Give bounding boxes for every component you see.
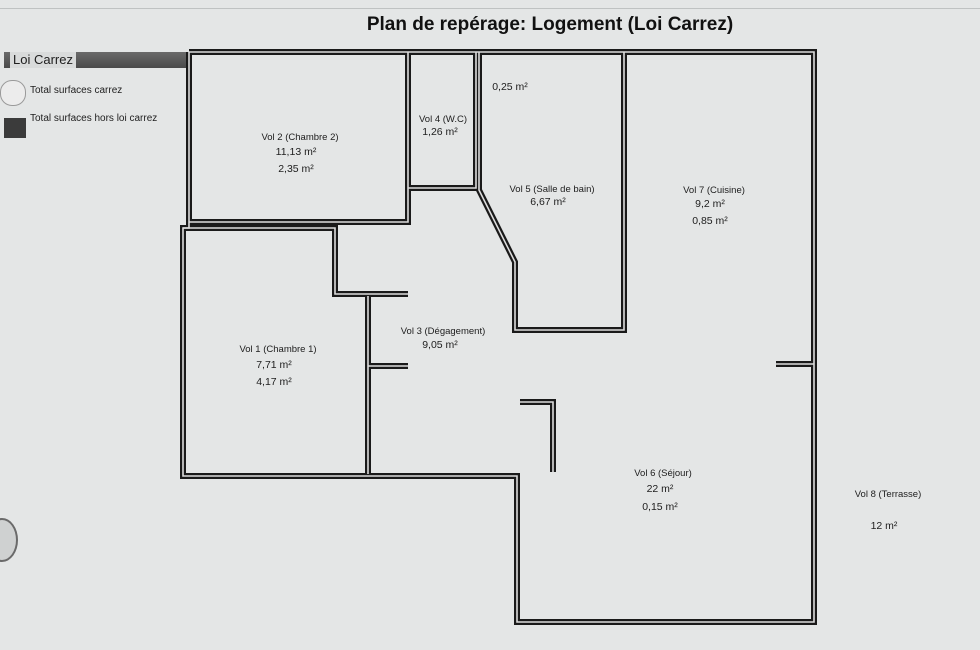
- area-cuisine-carrez: 9,2 m²: [695, 198, 725, 210]
- legend-item-hors-carrez: Total surfaces hors loi carrez: [30, 113, 158, 124]
- top-rule: [0, 8, 980, 9]
- legend-title: Loi Carrez: [10, 52, 76, 68]
- area-cuisine-hors: 0,85 m²: [692, 215, 728, 227]
- area-chambre2-carrez: 11,13 m²: [276, 146, 317, 158]
- legend-item-carrez: Total surfaces carrez: [30, 85, 123, 96]
- room-label-terrasse: Vol 8 (Terrasse): [855, 489, 922, 500]
- hors-carrez-swatch: [4, 118, 26, 138]
- area-corner-hors: 0,25 m²: [492, 81, 528, 93]
- area-sejour-hors: 0,15 m²: [642, 501, 678, 513]
- room-label-cuisine: Vol 7 (Cuisine): [683, 185, 745, 196]
- area-chambre1-hors: 4,17 m²: [256, 376, 292, 388]
- area-degagement-carrez: 9,05 m²: [422, 339, 458, 351]
- plan-title: Plan de repérage: Logement (Loi Carrez): [366, 14, 734, 35]
- room-label-sejour: Vol 6 (Séjour): [634, 468, 692, 479]
- area-terrasse-hors: 12 m²: [871, 520, 898, 532]
- room-label-chambre1: Vol 1 (Chambre 1): [239, 344, 316, 355]
- room-label-sdb: Vol 5 (Salle de bain): [509, 184, 594, 195]
- room-label-degagement: Vol 3 (Dégagement): [401, 326, 486, 337]
- wall-chambre1: [183, 225, 408, 297]
- area-sdb-carrez: 6,67 m²: [530, 196, 566, 208]
- area-sejour-carrez: 22 m²: [647, 483, 674, 495]
- carrez-swatch: [0, 80, 26, 106]
- wall-sejour-stub: [520, 399, 556, 472]
- area-chambre1-carrez: 7,71 m²: [256, 359, 292, 371]
- area-wc-carrez: 1,26 m²: [422, 126, 458, 138]
- room-label-wc: Vol 4 (W.C): [419, 114, 467, 125]
- area-chambre2-hors: 2,35 m²: [278, 163, 314, 175]
- room-label-chambre2: Vol 2 (Chambre 2): [261, 132, 338, 143]
